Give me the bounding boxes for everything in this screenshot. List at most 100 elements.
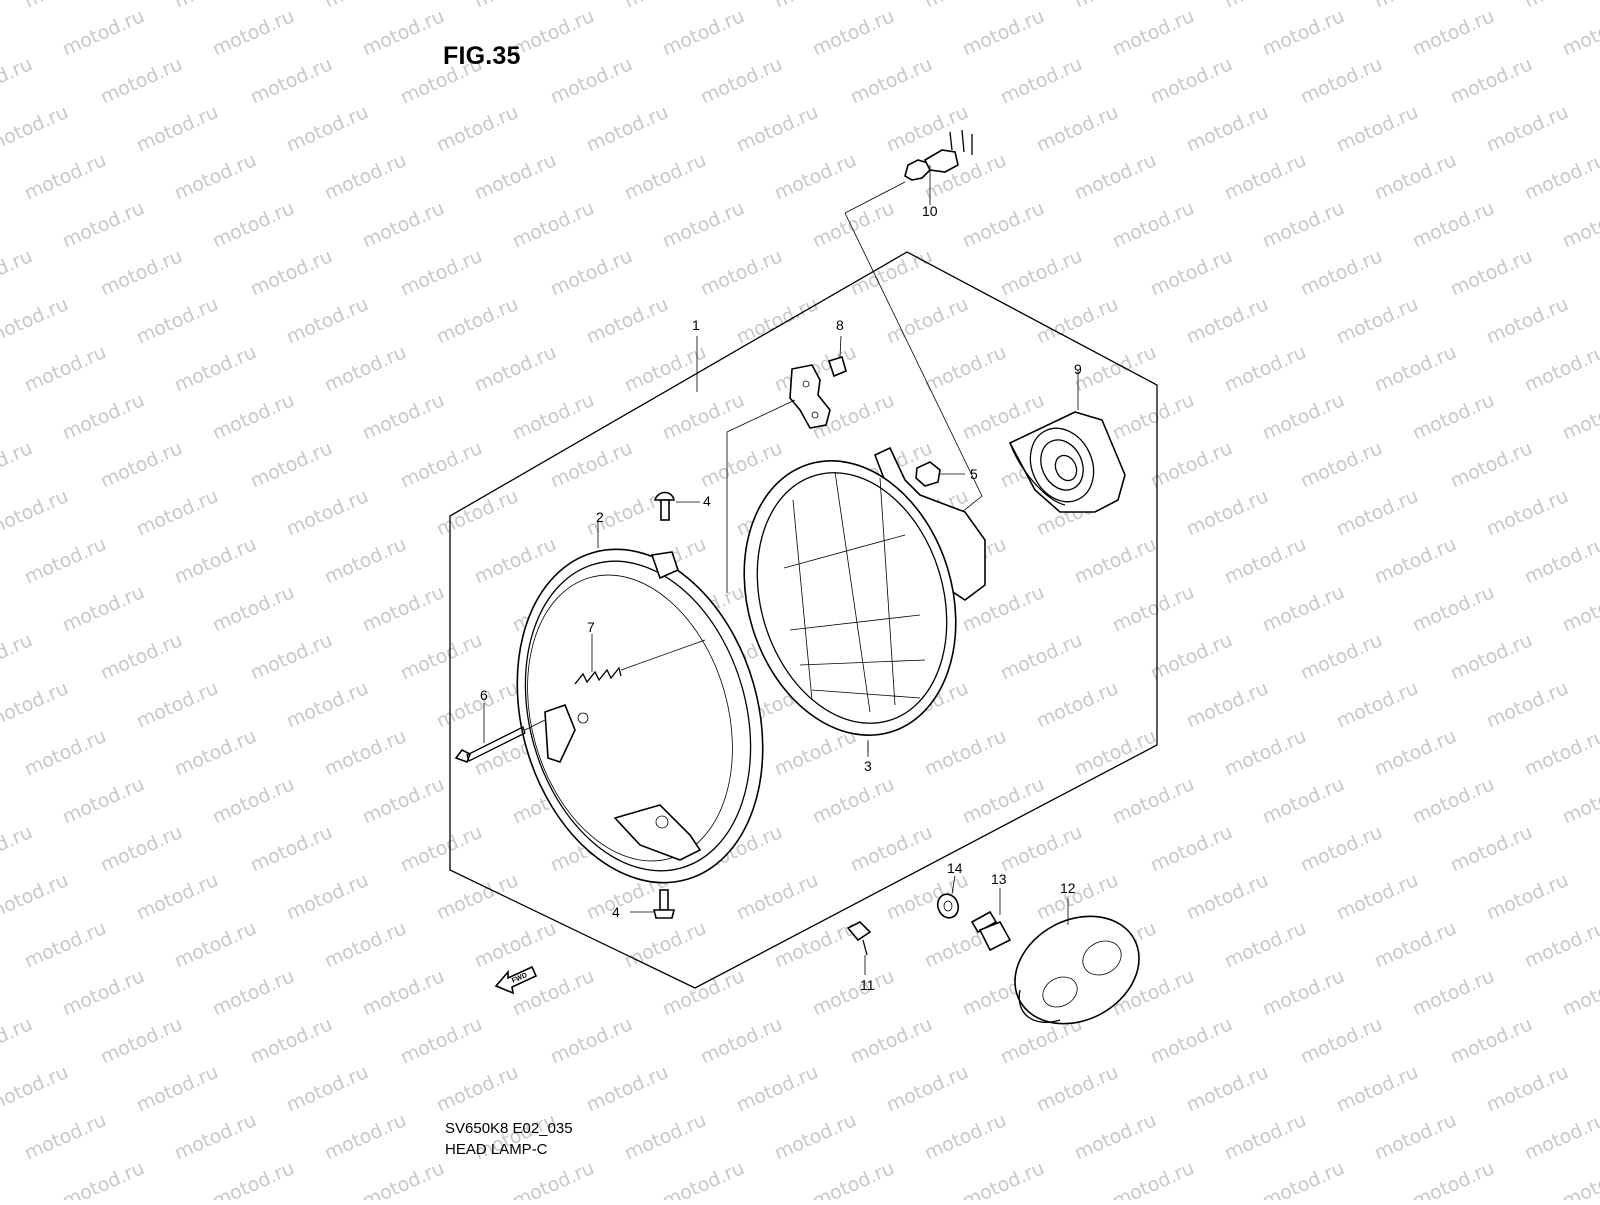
- watermark-text: motod.ru: [1483, 101, 1572, 157]
- watermark-text: motod.ru: [97, 1013, 186, 1069]
- watermark-text: motod.ru: [1521, 1109, 1600, 1165]
- watermark-text: motod.ru: [209, 773, 298, 829]
- watermark-text: motod.ru: [1521, 341, 1600, 397]
- watermark-text: motod.ru: [1521, 0, 1600, 13]
- headlamp-unit-part: [743, 446, 986, 752]
- watermark-text: motod.ru: [1371, 0, 1460, 13]
- watermark-text: motod.ru: [171, 533, 260, 589]
- watermark-text: motod.ru: [547, 437, 636, 493]
- watermark-text: motod.ru: [1447, 629, 1536, 685]
- watermark-text: motod.ru: [1297, 53, 1386, 109]
- bulb-part: [904, 129, 973, 205]
- watermark-text: motod.ru: [59, 965, 148, 1021]
- watermark-text: motod.ru: [1483, 485, 1572, 541]
- watermark-text: motod.ru: [209, 5, 298, 61]
- watermark-text: motod.ru: [171, 341, 260, 397]
- watermark-text: motod.ru: [1221, 341, 1310, 397]
- callout-4-upper: 4: [703, 493, 711, 509]
- watermark-text: motod.ru: [1297, 821, 1386, 877]
- watermark-text: motod.ru: [283, 101, 372, 157]
- watermark-text: motod.ru: [997, 629, 1086, 685]
- watermark-text: motod.ru: [1221, 1109, 1310, 1165]
- screw-part-4-lower: [630, 889, 676, 919]
- watermark-text: motod.ru: [397, 245, 486, 301]
- watermark-text: motod.ru: [321, 725, 410, 781]
- watermark-text: motod.ru: [1409, 389, 1498, 445]
- watermark-text: motod.ru: [433, 101, 522, 157]
- watermark-text: motod.ru: [359, 389, 448, 445]
- watermark-text: motod.ru: [209, 389, 298, 445]
- watermark-text: motod.ru: [621, 917, 710, 973]
- watermark-text: motod.ru: [1033, 1061, 1122, 1117]
- watermark-text: motod.ru: [1221, 149, 1310, 205]
- watermark-text: motod.ru: [921, 341, 1010, 397]
- watermark-text: motod.ru: [883, 293, 972, 349]
- watermark-text: motod.ru: [1483, 293, 1572, 349]
- bulb-lead-line: [844, 181, 983, 521]
- watermark-text: motod.ru: [0, 677, 72, 733]
- callout-13: 13: [991, 871, 1007, 887]
- watermark-text: motod.ru: [1409, 773, 1498, 829]
- callout-9: 9: [1074, 361, 1082, 377]
- watermark-text: motod.ru: [1183, 293, 1272, 349]
- watermark-text: motod.ru: [1259, 965, 1348, 1021]
- watermark-text: motod.ru: [509, 1157, 598, 1200]
- watermark-text: motod.ru: [621, 341, 710, 397]
- watermark-text: motod.ru: [321, 917, 410, 973]
- watermark-text: motod.ru: [959, 1157, 1048, 1200]
- watermark-text: motod.ru: [0, 1061, 72, 1117]
- watermark-text: motod.ru: [697, 245, 786, 301]
- watermark-text: motod.ru: [247, 245, 336, 301]
- watermark-text: motod.ru: [171, 149, 260, 205]
- watermark-text: motod.ru: [1371, 725, 1460, 781]
- watermark-text: motod.ru: [21, 1109, 110, 1165]
- watermark-text: motod.ru: [433, 485, 522, 541]
- callout-11: 11: [860, 977, 875, 993]
- callout-14: 14: [947, 860, 963, 876]
- callout-1: 1: [692, 317, 700, 333]
- watermark-text: motod.ru: [59, 773, 148, 829]
- callout-3: 3: [864, 758, 872, 774]
- watermark-text: motod.ru: [1071, 149, 1160, 205]
- watermark-text: motod.ru: [1371, 341, 1460, 397]
- watermark-text: motod.ru: [1559, 389, 1600, 445]
- watermark-text: motod.ru: [997, 821, 1086, 877]
- watermark-text: motod.ru: [171, 1109, 260, 1165]
- watermark-text: motod.ru: [133, 101, 222, 157]
- watermark-text: motod.ru: [1259, 389, 1348, 445]
- watermark-text: motod.ru: [697, 437, 786, 493]
- watermark-text: motod.ru: [0, 485, 72, 541]
- watermark-text: motod.ru: [0, 821, 36, 877]
- watermark-text: motod.ru: [321, 1109, 410, 1165]
- watermark-text: motod.ru: [1297, 437, 1386, 493]
- watermark-text: motod.ru: [21, 917, 110, 973]
- watermark-text: motod.ru: [359, 965, 448, 1021]
- watermark-text: motod.ru: [659, 5, 748, 61]
- watermark-text: motod.ru: [621, 149, 710, 205]
- watermark-text: motod.ru: [1259, 1157, 1348, 1200]
- watermark-text: motod.ru: [133, 485, 222, 541]
- watermark-text: motod.ru: [733, 101, 822, 157]
- watermark-text: motod.ru: [697, 53, 786, 109]
- watermark-text: motod.ru: [509, 5, 598, 61]
- watermark-text: motod.ru: [697, 1013, 786, 1069]
- watermark-text: motod.ru: [1071, 725, 1160, 781]
- watermark-text: motod.ru: [397, 821, 486, 877]
- callout-6: 6: [480, 687, 488, 703]
- watermark-text: motod.ru: [1521, 149, 1600, 205]
- watermark-text: motod.ru: [171, 0, 260, 13]
- watermark-text: motod.ru: [1147, 245, 1236, 301]
- watermark-text: motod.ru: [883, 101, 972, 157]
- watermark-text: motod.ru: [771, 725, 860, 781]
- watermark-text: motod.ru: [1259, 197, 1348, 253]
- watermark-text: motod.ru: [1483, 1061, 1572, 1117]
- watermark-text: motod.ru: [59, 389, 148, 445]
- callout-10: 10: [922, 203, 938, 219]
- watermark-text: motod.ru: [921, 1109, 1010, 1165]
- watermark-text: motod.ru: [1259, 773, 1348, 829]
- figure-code: SV650K8 E02_035: [445, 1120, 573, 1137]
- callout-7: 7: [587, 619, 595, 635]
- watermark-text: motod.ru: [283, 677, 372, 733]
- spacer-part: [970, 888, 1012, 952]
